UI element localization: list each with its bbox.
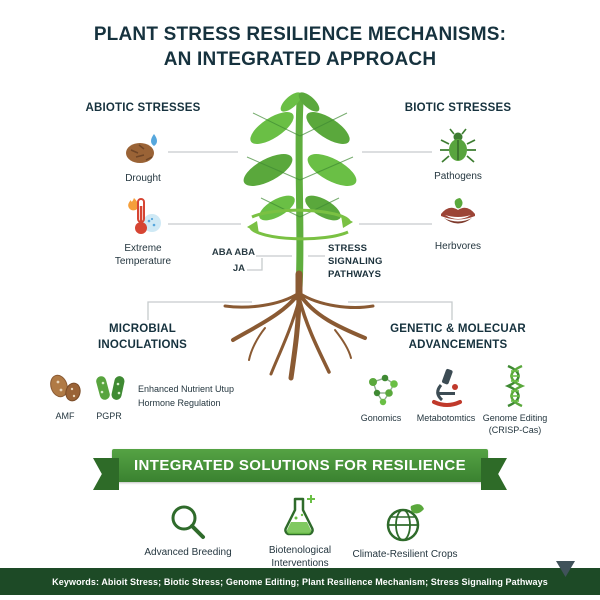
globe-leaf-icon [386,504,424,542]
keywords-text: Keywords: Abioit Stress; Biotic Stress; … [52,576,548,587]
title-line-2: AN INTEGRATED APPROACH [163,49,437,70]
dna-helix-icon [504,364,526,408]
drought-icon [126,134,157,163]
solution-advanced-breeding: Advanced Breeding [138,502,238,560]
amf-label: AMF [55,411,75,421]
stress-signaling-pathways-label: STRESS SIGNALING PATHWAYS [328,243,383,280]
biotech-interventions-label: Biotenological Interventions [268,545,332,569]
microbial-item-amf: AMF [44,370,86,423]
abiotic-heading: ABIOTIC STRESSES [85,102,201,114]
solution-climate-crops: Climate-Resilient Crops [350,500,460,562]
mouth-leaf-icon [441,198,475,224]
abiotic-item-drought: Drought [108,128,178,186]
flask-icon [284,495,315,536]
genomics-label: Gonomics [360,413,402,423]
microbial-heading: MICROBIAL INOCULATIONS [97,323,188,351]
advanced-breeding-label: Advanced Breeding [144,547,232,558]
pgpr-bacteria-icon [96,376,125,400]
hormone-aba-label: ABA ABA [211,247,255,258]
extreme-temperature-label: Extreme Temperature [114,243,172,267]
abiotic-item-temperature: Extreme Temperature [104,194,182,268]
biotic-item-pathogens: Pathogens [420,126,496,184]
drought-label: Drought [125,173,161,184]
solution-biotech: Biotenological Interventions [252,492,348,570]
bug-icon [440,128,476,163]
pathogens-label: Pathogens [434,171,482,182]
genetic-item-genome-editing: Genome Editing (CRISP-Cas) [480,364,550,436]
metabolomics-label: Metabotomtics [416,413,476,423]
hormone-ja-label: JA [232,263,245,274]
microbial-benefits-note: Enhanced Nutrient Utup Hormone Regulatio… [138,382,250,411]
genetic-item-genomics: Gonomics [352,370,410,425]
benefit-line-2: Hormone Regulation [138,398,221,409]
biotic-heading: BIOTIC STRESSES [404,102,512,114]
page-title: PLANT STRESS RESILIENCE MECHANISMS: AN I… [0,22,600,72]
biotic-item-herbivores: Herbvores [420,196,496,254]
plant-illustration [223,92,375,381]
molecule-network-icon [369,374,398,406]
genetic-heading: GENETIC & MOLECUAR ADVANCEMENTS [390,323,526,351]
microscope-icon [432,368,462,407]
keywords-bar: Keywords: Abioit Stress; Biotic Stress; … [0,568,600,595]
pgpr-label: PGPR [96,411,122,421]
title-line-1: PLANT STRESS RESILIENCE MECHANISMS: [93,24,507,45]
magnifier-icon [171,505,205,539]
microbial-item-pgpr: PGPR [88,370,130,423]
amf-spores-icon [50,374,81,402]
genetic-item-metabolomics: Metabotomtics [414,366,478,425]
integrated-solutions-banner: INTEGRATED SOLUTIONS FOR RESILIENCE [112,449,488,482]
herbivores-label: Herbvores [434,241,482,252]
thermometer-icon [128,198,161,234]
benefit-line-1: Enhanced Nutrient Utup [138,384,235,394]
banner-label: INTEGRATED SOLUTIONS FOR RESILIENCE [133,457,467,474]
climate-crops-label: Climate-Resilient Crops [352,549,458,560]
plant-roots [223,290,375,381]
plant-stem [295,98,304,292]
genome-editing-label: Genome Editing (CRISP-Cas) [482,413,548,435]
